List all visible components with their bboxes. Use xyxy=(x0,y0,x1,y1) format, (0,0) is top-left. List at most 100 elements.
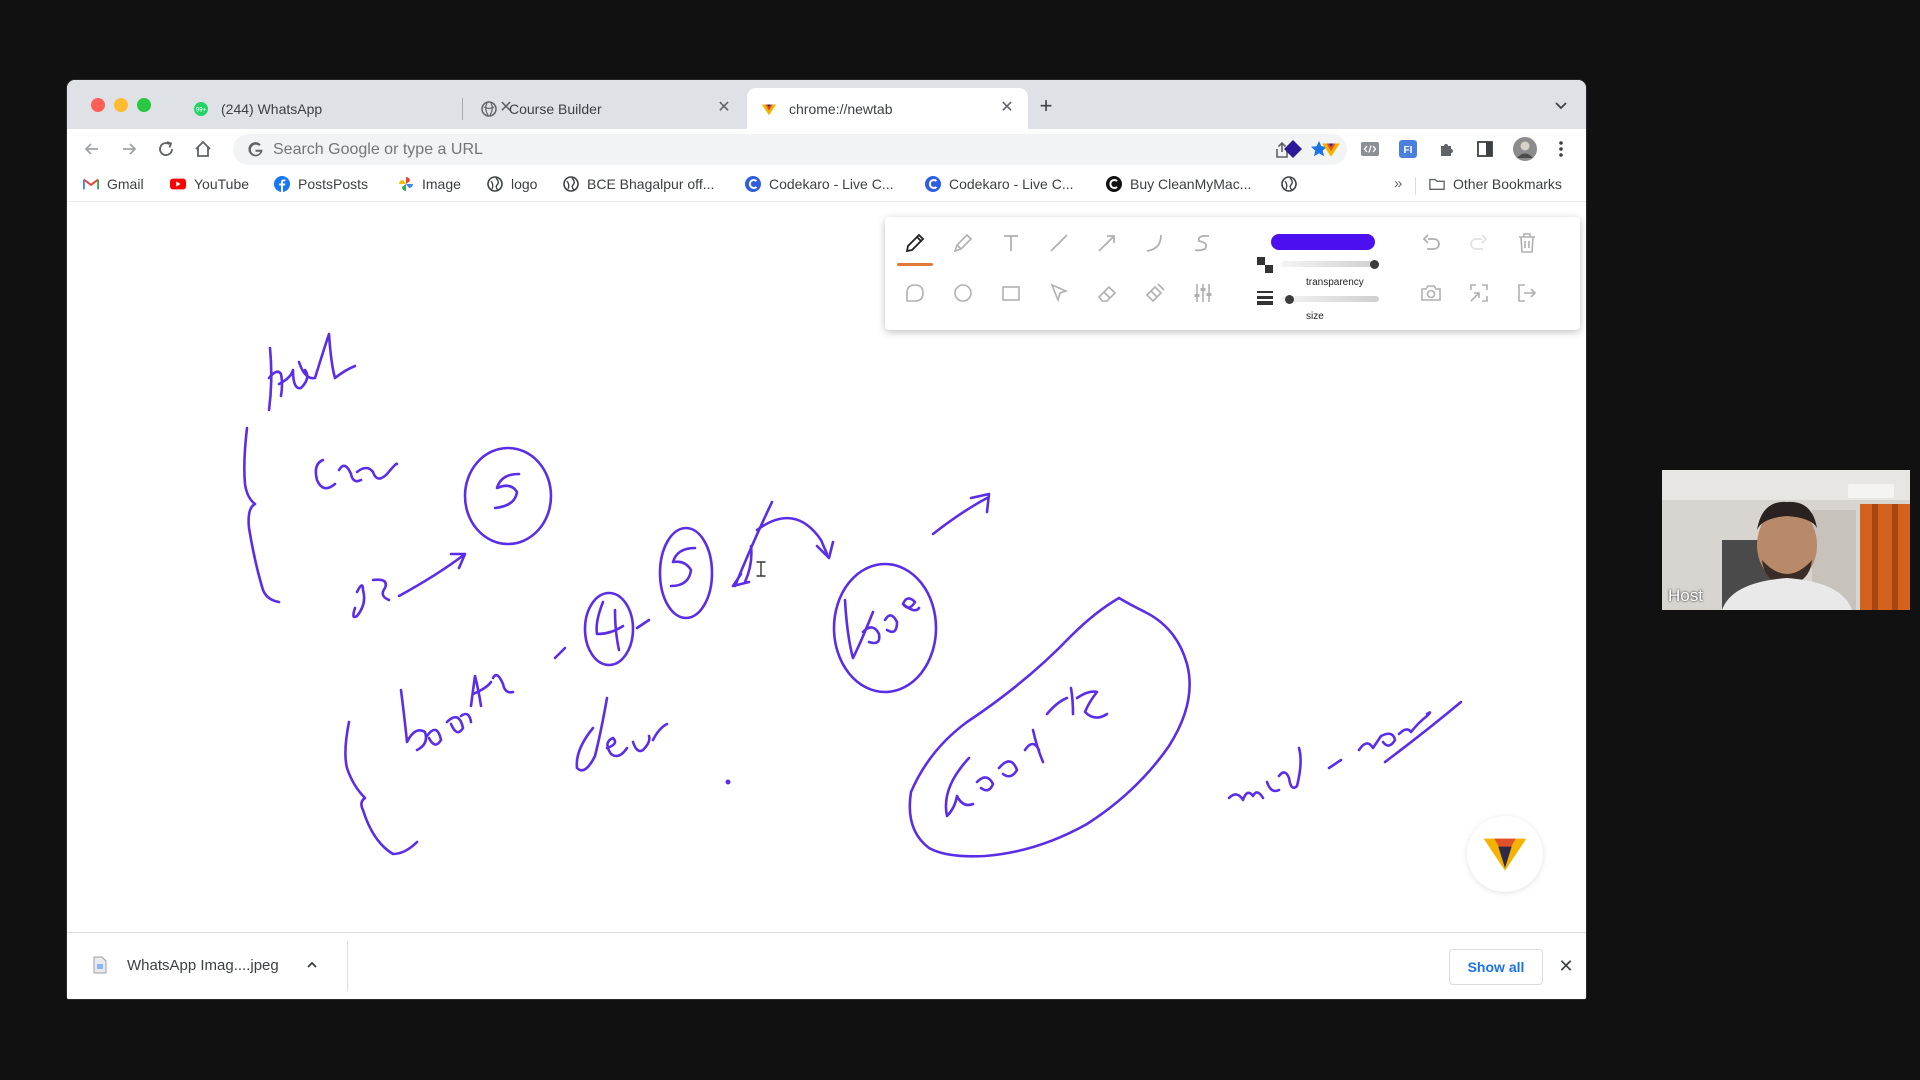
download-item[interactable]: WhatsApp Imag....jpeg xyxy=(93,956,319,974)
page-content: transparency size xyxy=(67,201,1586,932)
bookmark-youtube[interactable]: YouTube xyxy=(170,176,249,192)
ink-stroke xyxy=(669,546,697,588)
ink-stroke xyxy=(1227,746,1302,802)
transparency-slider[interactable] xyxy=(1281,261,1379,267)
exit-icon[interactable] xyxy=(1513,279,1541,307)
tab-close-icon[interactable]: ✕ xyxy=(717,99,731,116)
transparency-slider-knob[interactable] xyxy=(1370,260,1379,269)
bookmark-label: YouTube xyxy=(194,176,250,192)
freeform-tool-icon[interactable] xyxy=(1189,229,1217,257)
folder-icon xyxy=(1429,176,1445,192)
camera-icon[interactable] xyxy=(1417,279,1445,307)
transparency-label: transparency xyxy=(1306,277,1364,288)
tab-newtab[interactable]: chrome://newtab ✕ xyxy=(747,88,1028,129)
settings-sliders-icon[interactable] xyxy=(1189,279,1217,307)
window-maximize-button[interactable] xyxy=(137,98,151,112)
curve-tool-icon[interactable] xyxy=(1141,229,1169,257)
pencil-tool-icon[interactable] xyxy=(897,229,933,266)
select-pointer-icon[interactable] xyxy=(1045,279,1073,307)
extension-code-icon[interactable] xyxy=(1360,139,1380,159)
bookmark-codekaro-1[interactable]: Codekaro - Live C... xyxy=(745,176,894,192)
share-icon[interactable] xyxy=(1273,141,1291,159)
chevron-down-icon[interactable] xyxy=(1552,96,1570,114)
browser-toolbar: FI xyxy=(67,129,1586,169)
puzzle-extensions-icon[interactable] xyxy=(1437,139,1457,159)
ink-stroke xyxy=(1327,758,1343,770)
capture-area-icon[interactable] xyxy=(1465,279,1493,307)
ink-stroke xyxy=(1357,711,1432,752)
gmail-icon xyxy=(83,176,99,192)
window-minimize-button[interactable] xyxy=(114,98,128,112)
tab-course-builder[interactable]: Course Builder ✕ xyxy=(467,88,745,129)
tab-close-icon[interactable]: ✕ xyxy=(499,99,513,116)
bookmark-label: Gmail xyxy=(107,176,144,192)
undo-icon[interactable] xyxy=(1417,229,1445,257)
window-close-button[interactable] xyxy=(91,98,105,112)
bookmark-image[interactable]: Image xyxy=(398,176,461,192)
ink-stroke xyxy=(635,618,651,630)
tab-label: (244) WhatsApp xyxy=(221,100,323,117)
trash-icon[interactable] xyxy=(1513,229,1541,257)
bookmark-globe[interactable] xyxy=(1281,176,1305,192)
file-image-icon xyxy=(93,956,109,974)
fill-tool-icon[interactable] xyxy=(1141,279,1169,307)
tab-divider xyxy=(462,98,463,120)
webcam-feed: Host xyxy=(1662,470,1910,610)
ink-stroke xyxy=(352,578,391,619)
bookmark-star-icon[interactable] xyxy=(1309,139,1329,159)
rectangle-tool-icon[interactable] xyxy=(997,279,1025,307)
side-panel-icon[interactable] xyxy=(1475,139,1495,159)
show-all-button[interactable]: Show all xyxy=(1449,949,1543,985)
forward-arrow-icon[interactable] xyxy=(118,138,140,160)
tab-whatsapp[interactable]: 99+ (244) WhatsApp ✕ xyxy=(179,88,527,129)
redo-icon[interactable] xyxy=(1465,229,1493,257)
whiteboard-canvas[interactable] xyxy=(67,202,1586,933)
bookmark-cleanmymac[interactable]: Buy CleanMyMac... xyxy=(1106,176,1251,192)
ink-stroke xyxy=(575,696,669,772)
text-tool-icon[interactable] xyxy=(997,229,1025,257)
facebook-icon xyxy=(274,176,290,192)
extension-floating-button[interactable] xyxy=(1467,816,1543,892)
tab-close-icon[interactable]: ✕ xyxy=(1000,99,1014,116)
new-tab-button[interactable]: + xyxy=(1039,93,1053,118)
bookmark-gmail[interactable]: Gmail xyxy=(83,176,144,192)
address-bar[interactable] xyxy=(233,134,1347,165)
extension-diamond-icon[interactable] xyxy=(1283,139,1303,159)
bookmark-postsposts[interactable]: PostsPosts xyxy=(274,176,368,192)
chevron-up-icon[interactable] xyxy=(305,958,319,972)
home-icon[interactable] xyxy=(192,138,214,160)
eraser-tool-icon[interactable] xyxy=(1093,279,1121,307)
extension-logo-icon xyxy=(761,101,777,117)
ink-stroke xyxy=(399,673,515,752)
omnibox-input[interactable] xyxy=(273,134,1173,165)
lasso-shape-icon[interactable] xyxy=(901,279,929,307)
svg-text:FI: FI xyxy=(1404,145,1413,156)
bookmarks-divider xyxy=(1415,177,1416,195)
globe-icon xyxy=(487,176,503,192)
download-file-name: WhatsApp Imag....jpeg xyxy=(127,956,279,974)
line-tool-icon[interactable] xyxy=(1045,229,1073,257)
close-icon[interactable]: ✕ xyxy=(1558,956,1574,976)
highlighter-tool-icon[interactable] xyxy=(949,229,977,257)
size-slider-knob[interactable] xyxy=(1285,295,1295,304)
color-picker-swatch[interactable] xyxy=(1271,234,1375,250)
globe-icon xyxy=(1281,176,1297,192)
bookmarks-overflow-button[interactable]: » xyxy=(1394,175,1403,192)
bookmark-bce-bhagalpur[interactable]: BCE Bhagalpur off... xyxy=(563,176,714,192)
ink-circle xyxy=(583,591,635,667)
size-slider[interactable] xyxy=(1281,296,1379,302)
ink-stroke xyxy=(493,472,521,510)
ellipse-tool-icon[interactable] xyxy=(949,279,977,307)
bookmark-codekaro-2[interactable]: Codekaro - Live C... xyxy=(925,176,1074,192)
other-bookmarks-folder[interactable]: Other Bookmarks xyxy=(1429,176,1562,192)
bookmark-logo[interactable]: logo xyxy=(487,176,537,192)
profile-avatar[interactable] xyxy=(1512,136,1538,162)
extension-logo-icon[interactable] xyxy=(1321,139,1341,159)
arrow-tool-icon[interactable] xyxy=(1093,229,1121,257)
kebab-menu-icon[interactable] xyxy=(1551,139,1571,159)
reload-icon[interactable] xyxy=(155,138,177,160)
ink-stroke xyxy=(553,646,567,660)
back-arrow-icon[interactable] xyxy=(81,138,103,160)
extension-fi-icon[interactable]: FI xyxy=(1398,139,1418,159)
